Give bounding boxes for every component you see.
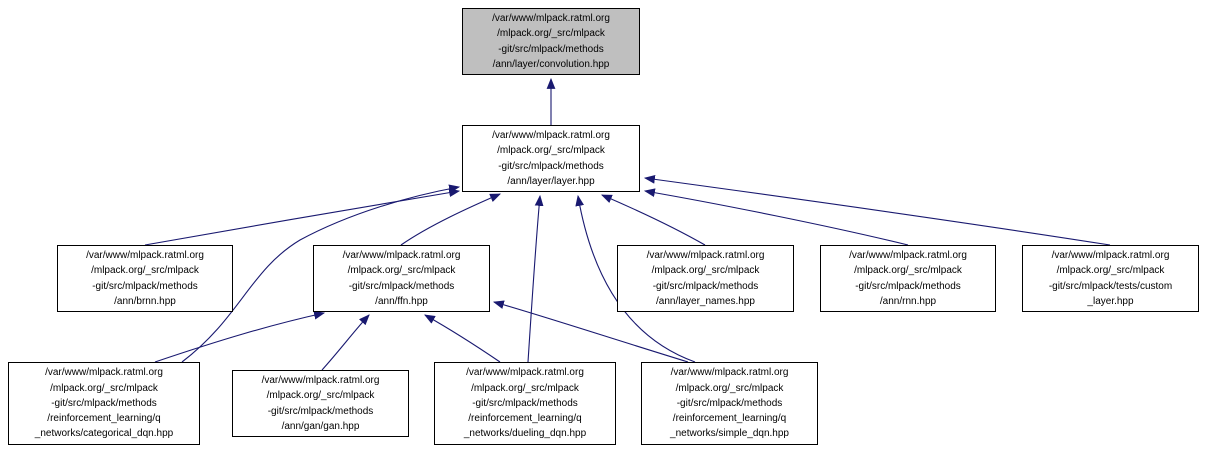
- node-custom-layer-hpp[interactable]: /var/www/mlpack.ratml.org /mlpack.org/_s…: [1022, 245, 1199, 312]
- node-brnn-hpp[interactable]: /var/www/mlpack.ratml.org /mlpack.org/_s…: [57, 245, 233, 312]
- node-categorical-dqn-hpp[interactable]: /var/www/mlpack.ratml.org /mlpack.org/_s…: [8, 362, 200, 445]
- node-ffn-label: /var/www/mlpack.ratml.org /mlpack.org/_s…: [342, 250, 461, 307]
- node-custom-layer-label: /var/www/mlpack.ratml.org /mlpack.org/_s…: [1048, 250, 1173, 307]
- node-categorical-dqn-label: /var/www/mlpack.ratml.org /mlpack.org/_s…: [34, 367, 174, 440]
- edge-layernames-to-layer: [600, 194, 706, 246]
- edge-gan-to-ffn: [321, 314, 370, 371]
- edge-ffn-to-layer: [400, 193, 502, 246]
- node-gan-label: /var/www/mlpack.ratml.org /mlpack.org/_s…: [261, 375, 380, 432]
- node-simple-dqn-label: /var/www/mlpack.ratml.org /mlpack.org/_s…: [670, 367, 789, 440]
- node-rnn-hpp[interactable]: /var/www/mlpack.ratml.org /mlpack.org/_s…: [820, 245, 996, 312]
- edge-rnn-to-layer: [643, 188, 909, 246]
- node-convolution-hpp: /var/www/mlpack.ratml.org /mlpack.org/_s…: [462, 8, 640, 75]
- node-convolution-label: /var/www/mlpack.ratml.org /mlpack.org/_s…: [492, 13, 610, 70]
- node-layer-hpp[interactable]: /var/www/mlpack.ratml.org /mlpack.org/_s…: [462, 125, 640, 192]
- node-gan-hpp[interactable]: /var/www/mlpack.ratml.org /mlpack.org/_s…: [232, 370, 409, 437]
- edge-custom-to-layer: [643, 174, 1111, 246]
- node-brnn-label: /var/www/mlpack.ratml.org /mlpack.org/_s…: [86, 250, 204, 307]
- node-dueling-dqn-label: /var/www/mlpack.ratml.org /mlpack.org/_s…: [463, 367, 587, 440]
- edge-dueling-to-ffn: [424, 314, 501, 363]
- edge-categorical-to-ffn: [154, 310, 326, 363]
- node-simple-dqn-hpp[interactable]: /var/www/mlpack.ratml.org /mlpack.org/_s…: [641, 362, 818, 445]
- edge-brnn-to-layer: [144, 188, 461, 246]
- node-dueling-dqn-hpp[interactable]: /var/www/mlpack.ratml.org /mlpack.org/_s…: [434, 362, 616, 445]
- node-rnn-label: /var/www/mlpack.ratml.org /mlpack.org/_s…: [849, 250, 967, 307]
- node-ffn-hpp[interactable]: /var/www/mlpack.ratml.org /mlpack.org/_s…: [313, 245, 490, 312]
- node-layer-label: /var/www/mlpack.ratml.org /mlpack.org/_s…: [492, 130, 610, 187]
- edge-dueling-to-layer: [527, 194, 544, 363]
- node-layer-names-label: /var/www/mlpack.ratml.org /mlpack.org/_s…: [646, 250, 765, 307]
- node-layer-names-hpp[interactable]: /var/www/mlpack.ratml.org /mlpack.org/_s…: [617, 245, 794, 312]
